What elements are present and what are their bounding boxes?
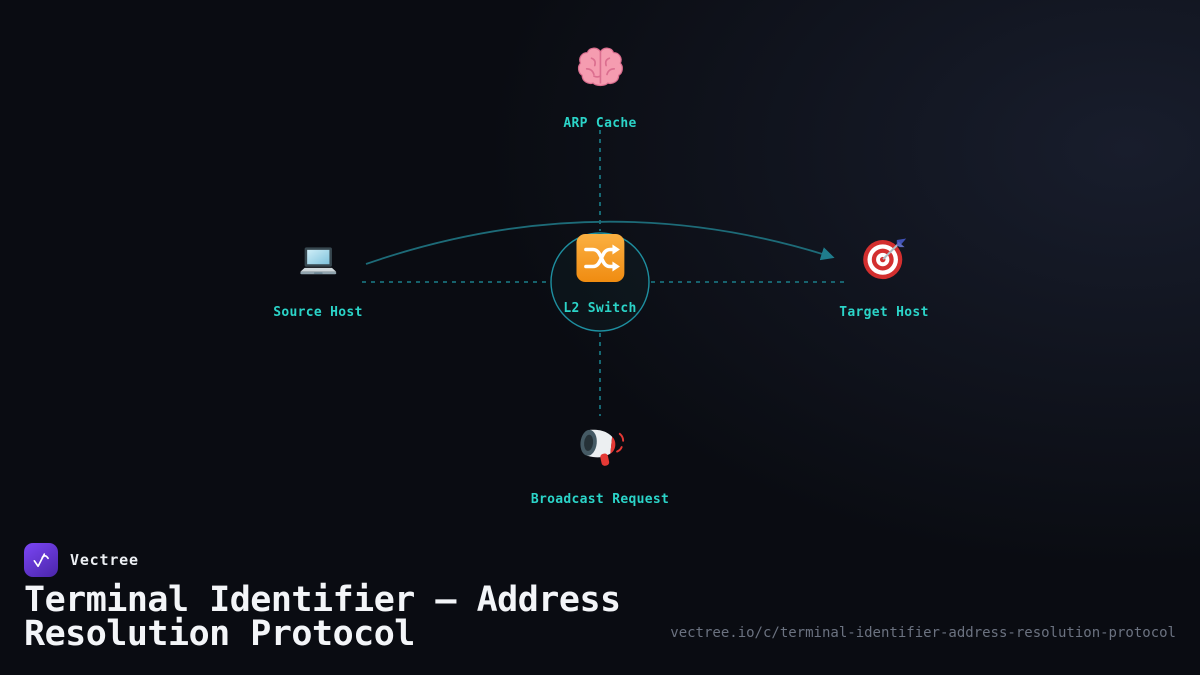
megaphone-icon: [574, 418, 626, 474]
node-target-host: Target Host: [839, 233, 928, 320]
page-url: vectree.io/c/terminal-identifier-address…: [670, 625, 1176, 641]
node-l2-switch: L2 Switch: [563, 234, 636, 316]
node-broadcast-request: Broadcast Request: [531, 418, 669, 507]
brand-row: Vectree: [24, 543, 139, 577]
vectree-logo-icon: [24, 543, 58, 577]
page-title-line-2: Resolution Protocol: [24, 614, 415, 654]
brain-icon: [574, 42, 626, 98]
laptop-icon: [295, 238, 341, 288]
node-label-target-host: Target Host: [839, 305, 929, 320]
target-icon: [859, 233, 909, 287]
shuffle-icon: [575, 234, 624, 286]
node-label-broadcast-request: Broadcast Request: [530, 492, 670, 507]
brand-name: Vectree: [70, 551, 139, 569]
node-arp-cache: ARP Cache: [563, 42, 636, 131]
node-label-arp-cache: ARP Cache: [563, 116, 637, 131]
node-label-source-host: Source Host: [273, 305, 363, 320]
node-label-l2-switch: L2 Switch: [563, 301, 637, 316]
node-source-host: Source Host: [273, 238, 362, 320]
page-title: Terminal Identifier – Address Resolution…: [24, 580, 621, 654]
page-title-line-1: Terminal Identifier – Address: [24, 580, 621, 620]
